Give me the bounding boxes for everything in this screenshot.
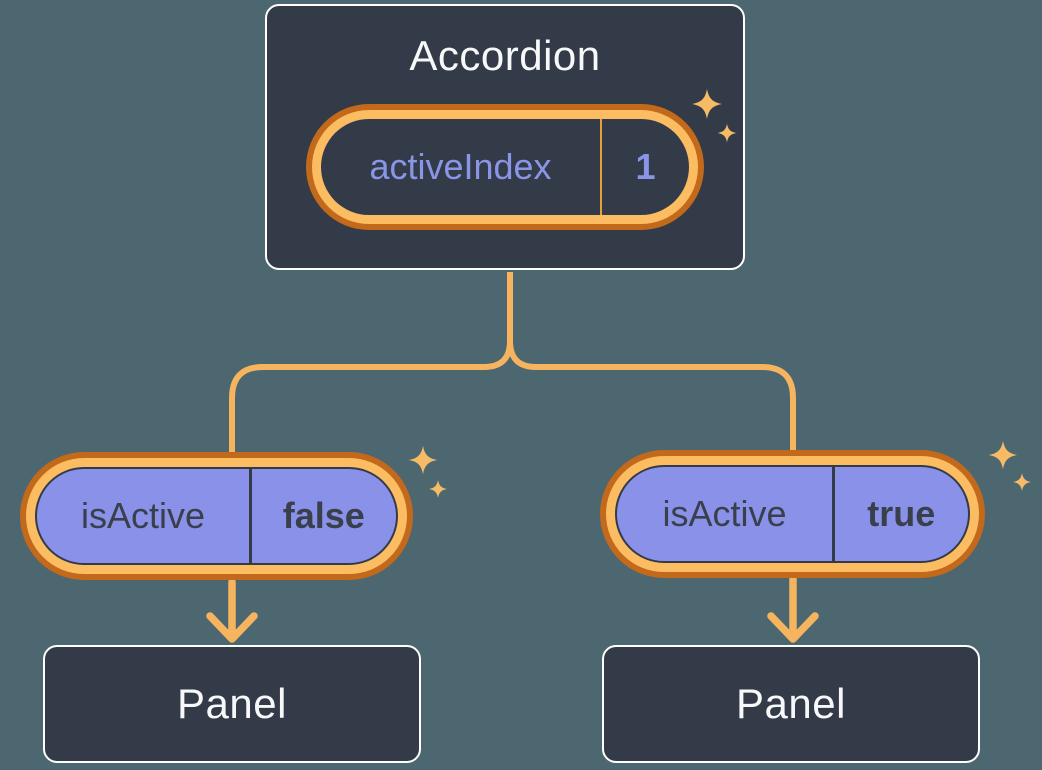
tree-connector-right — [507, 272, 796, 452]
prop-value: false — [282, 495, 365, 536]
sparkles-icon — [988, 440, 1031, 491]
pill-divider — [832, 467, 835, 561]
prop-pill-left: isActive false — [35, 467, 398, 565]
arrow-right-icon — [767, 575, 819, 643]
pill-divider — [249, 469, 252, 563]
panel-label: Panel — [736, 680, 846, 727]
state-pill: activeIndex 1 — [321, 119, 689, 215]
prop-name: isActive — [662, 493, 787, 534]
prop-pill-right: isActive true — [615, 465, 970, 563]
pill-divider — [600, 119, 602, 215]
state-name: activeIndex — [369, 146, 552, 187]
arrow-left-icon — [206, 578, 258, 643]
accordion-title: Accordion — [409, 32, 601, 79]
tree-connector-left — [229, 272, 513, 454]
prop-value: true — [867, 493, 936, 534]
panel-node-left: Panel — [43, 645, 421, 763]
panel-node-right: Panel — [602, 645, 980, 763]
panel-label: Panel — [177, 680, 287, 727]
sparkles-icon — [408, 445, 447, 498]
prop-name: isActive — [80, 495, 206, 536]
state-value: 1 — [635, 146, 656, 187]
